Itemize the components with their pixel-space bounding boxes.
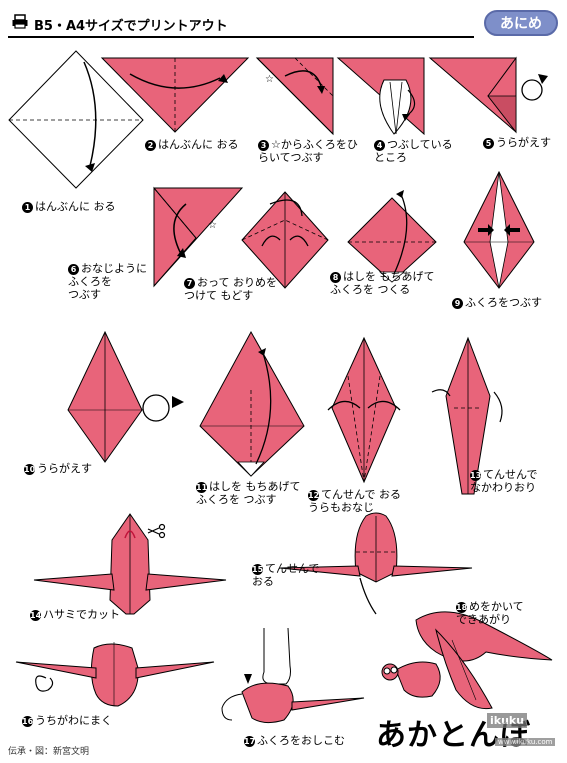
- step-3-diagram: ☆: [255, 57, 334, 136]
- step-17-diagram: [221, 627, 365, 724]
- anime-button[interactable]: あにめ: [484, 10, 558, 36]
- step-7-diagram: [241, 191, 329, 289]
- svg-text:☆: ☆: [265, 74, 274, 85]
- step-14-diagram: [33, 513, 227, 615]
- header-title: B5・A4サイズでプリントアウト: [34, 19, 228, 34]
- header: B5・A4サイズでプリントアウト あにめ: [8, 8, 559, 38]
- step-6-diagram: ☆: [153, 186, 244, 288]
- scissors-icon: [147, 523, 166, 539]
- step-5-diagram: [428, 56, 548, 134]
- step-4-diagram: [336, 57, 425, 136]
- step-3-label: 3☆からふくろをひ らいてつぶす: [258, 138, 358, 164]
- step-8-diagram: [347, 190, 437, 283]
- step-18-diagram: [381, 611, 553, 710]
- printer-icon: [12, 14, 28, 29]
- step-11-diagram: [199, 330, 305, 477]
- header-divider: [8, 36, 474, 38]
- step-16-diagram: [15, 642, 215, 707]
- step-10-diagram: [67, 330, 184, 463]
- step-13-diagram: [431, 336, 503, 495]
- step-2-diagram: [100, 57, 250, 133]
- step-12-diagram: [327, 336, 401, 484]
- step-1-diagram: [8, 50, 144, 189]
- credit: 伝承・図：新宮文明: [8, 747, 90, 757]
- svg-text:☆: ☆: [208, 220, 217, 231]
- watermark: ikuku: [487, 713, 528, 728]
- watermark-sub: www.ikuku.com: [495, 738, 556, 746]
- step-15-diagram: [279, 512, 473, 615]
- step-9-diagram: [463, 170, 535, 289]
